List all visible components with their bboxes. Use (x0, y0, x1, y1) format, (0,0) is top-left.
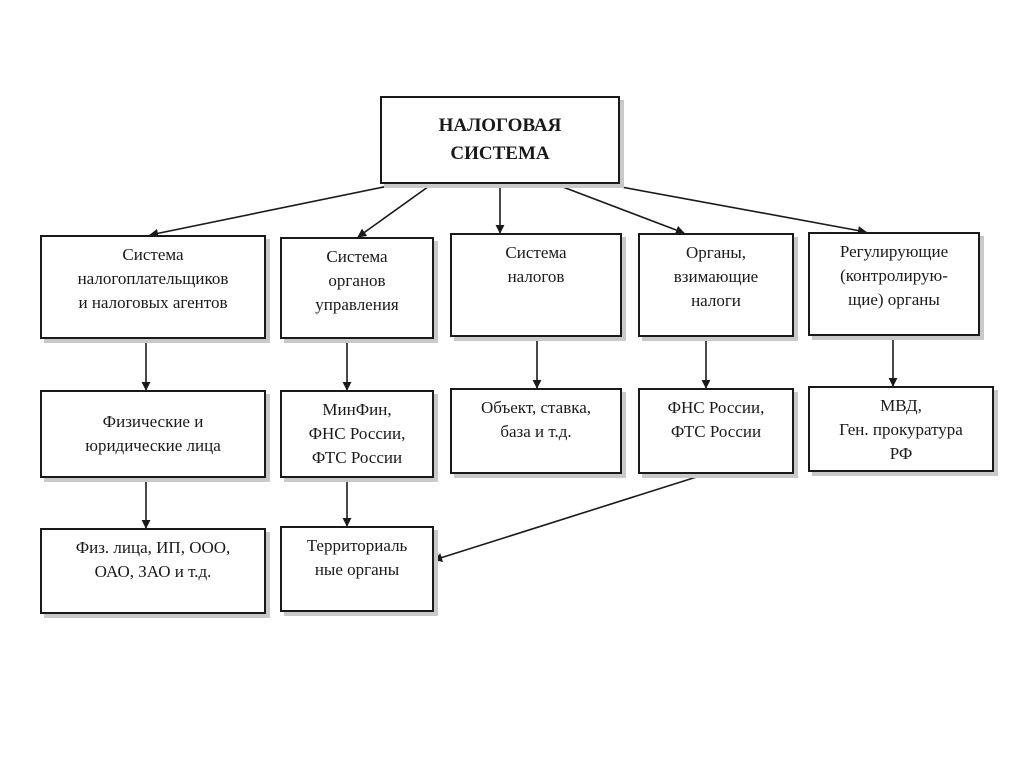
column-2-level-2: МинФин, ФНС России, ФТС России (280, 390, 434, 478)
column-2-level-2-label: МинФин, ФНС России, ФТС России (308, 400, 406, 467)
arrow-root-to-column-1-level-1 (149, 183, 399, 238)
column-4-level-2-label: ФНС России, ФТС России (667, 398, 765, 441)
column-4-level-2: ФНС России, ФТС России (638, 388, 794, 474)
edge-layer (141, 183, 898, 562)
column-1-level-3-label: Физ. лица, ИП, ООО, ОАО, ЗАО и т.д. (75, 538, 231, 581)
arrow-column-4-level-2-to-column-2-level-3 (433, 473, 707, 562)
arrow-root-to-column-5-level-1 (604, 183, 867, 235)
column-1-level-3: Физ. лица, ИП, ООО, ОАО, ЗАО и т.д. (40, 528, 266, 614)
root-node-label: НАЛОГОВАЯ СИСТЕМА (438, 115, 562, 164)
column-3-level-2: Объект, ставка, база и т.д. (450, 388, 622, 474)
column-1-level-1: Система налогоплательщиков и налоговых а… (40, 235, 266, 339)
column-1-level-2-label: Физические и юридические лица (85, 412, 221, 455)
column-3-level-2-label: Объект, ставка, база и т.д. (480, 398, 592, 441)
column-4-level-1: Органы, взимающие налоги (638, 233, 794, 337)
column-5-level-2: МВД, Ген. прокуратура РФ (808, 386, 994, 472)
column-2-level-1: Система органов управления (280, 237, 434, 339)
column-4-level-1-label: Органы, взимающие налоги (673, 243, 759, 310)
column-1-level-2: Физические и юридические лица (40, 390, 266, 478)
column-2-level-3-label: Территориаль ные органы (306, 536, 408, 579)
column-1-level-1-label: Система налогоплательщиков и налоговых а… (77, 245, 229, 312)
column-2-level-1-label: Система органов управления (315, 247, 399, 314)
arrow-root-to-column-2-level-1 (357, 183, 433, 238)
column-3-level-1-label: Система налогов (505, 243, 567, 286)
column-5-level-2-label: МВД, Ген. прокуратура РФ (839, 396, 963, 463)
column-2-level-3: Территориаль ные органы (280, 526, 434, 612)
column-5-level-1-label: Регулирующие (контролирую- щие) органы (839, 242, 949, 309)
arrow-root-to-column-4-level-1 (554, 183, 685, 235)
column-5-level-1: Регулирующие (контролирую- щие) органы (808, 232, 980, 336)
root-node: НАЛОГОВАЯ СИСТЕМА (380, 96, 620, 184)
column-3-level-1: Система налогов (450, 233, 622, 337)
